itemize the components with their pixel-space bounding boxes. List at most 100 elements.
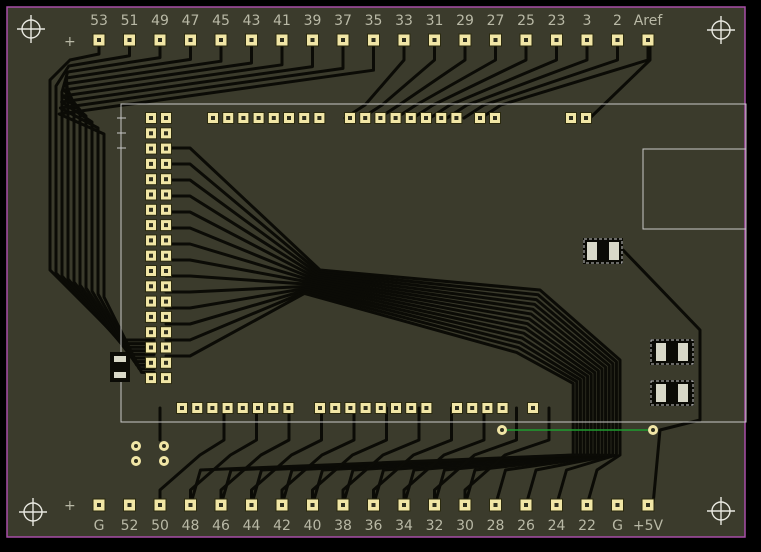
bottom-header-label: 40	[304, 518, 322, 534]
inner-bottom-header-pin	[390, 402, 402, 414]
top-header-label: 43	[243, 13, 261, 29]
bottom-header-pin	[245, 498, 258, 512]
top-header-label: 45	[212, 13, 230, 29]
usb-connector-outline	[642, 148, 747, 230]
bottom-header-label: 42	[273, 518, 291, 534]
bottom-plus-label: +	[64, 498, 76, 514]
bottom-header-pin	[153, 498, 167, 512]
inner-column-pin	[160, 280, 172, 293]
inner-top-header-pin	[404, 112, 417, 124]
top-header-pin	[336, 33, 350, 47]
inner-column-pin	[160, 112, 172, 124]
inner-column-pin	[145, 280, 157, 293]
top-header-pin	[611, 33, 624, 47]
bottom-header-label: 50	[151, 518, 169, 534]
inner-top-header-pin	[565, 112, 577, 124]
inner-column-pin	[160, 157, 172, 170]
smd-cap-2	[650, 339, 694, 365]
inner-column-pin	[160, 173, 172, 186]
inner-bottom-header-pin	[282, 402, 295, 414]
mounting-hole-top-right	[707, 16, 735, 44]
inner-bottom-header-pin	[206, 402, 219, 414]
traces	[48, 38, 702, 507]
bottom-header-pin	[184, 498, 197, 512]
bottom-header-pin	[214, 498, 228, 512]
inner-column-pin	[145, 203, 157, 216]
inner-column-pin	[145, 356, 157, 369]
inner-column-pin	[145, 127, 157, 140]
smd-cap-1	[583, 238, 623, 264]
inner-bottom-header-pin	[344, 402, 357, 414]
inner-bottom-header-pin	[191, 402, 204, 414]
inner-column-pin	[145, 372, 157, 385]
top-header-label: 39	[304, 13, 322, 29]
top-header-label: 37	[334, 13, 352, 29]
inner-column-pin	[160, 295, 172, 308]
top-header-pin	[519, 33, 533, 47]
inner-bottom-header-pin	[451, 402, 463, 414]
bottom-header-label: 34	[395, 518, 413, 534]
bottom-header-pin	[580, 498, 594, 512]
mounting-hole-bottom-left	[19, 498, 47, 526]
top-header-label: Aref	[634, 13, 664, 29]
inner-top-header-pin	[283, 112, 295, 124]
bottom-header-label: 32	[426, 518, 444, 534]
inner-top-header-pin	[374, 112, 387, 124]
inner-column-pin	[145, 219, 157, 232]
inner-column-pin	[145, 234, 157, 247]
top-header-pin	[428, 33, 441, 47]
bottom-header-label: 38	[334, 518, 352, 534]
top-header-pin	[123, 33, 136, 47]
top-header-pin	[275, 33, 289, 47]
inner-column-pin	[160, 142, 172, 155]
top-header-label: 29	[456, 13, 474, 29]
bottom-header-label: 36	[365, 518, 383, 534]
inner-top-header-pin	[344, 112, 356, 124]
inner-bottom-header-pin	[466, 402, 479, 414]
inner-top-header-pin	[222, 112, 235, 124]
inner-bottom-header-pin	[420, 402, 433, 414]
bottom-header-label: G	[612, 518, 623, 534]
inner-top-header-pin	[450, 112, 463, 124]
bottom-header-pin	[428, 498, 441, 512]
bottom-header-pin	[550, 498, 563, 512]
inner-bottom-header-pin	[374, 402, 387, 414]
bottom-header-label: 52	[121, 518, 139, 534]
bottom-header-pin	[519, 498, 533, 512]
top-header-pin	[245, 33, 258, 47]
top-header-pin	[184, 33, 197, 47]
top-header-label: 23	[548, 13, 566, 29]
inner-top-header-pin	[389, 112, 402, 124]
bottom-header-label: 46	[212, 518, 230, 534]
bottom-header-pin	[336, 498, 350, 512]
bottom-header-label: 48	[182, 518, 200, 534]
bottom-header-label: 22	[578, 518, 596, 534]
top-header-label: 27	[487, 13, 505, 29]
bottom-header-pin	[367, 498, 380, 512]
inner-top-header-pin	[267, 112, 280, 124]
bottom-header-pin	[275, 498, 289, 512]
inner-column-pin	[160, 372, 172, 385]
top-header-label: 2	[613, 13, 622, 29]
bottom-header-pin	[641, 498, 655, 512]
inner-column-pin	[145, 188, 157, 201]
inner-top-header-pin	[207, 112, 219, 124]
inner-top-header-pin	[359, 112, 372, 124]
inner-column-pin	[160, 219, 172, 232]
top-header-label: 25	[517, 13, 535, 29]
smd-small-left	[110, 352, 130, 382]
bottom-header-pin	[92, 498, 106, 512]
inner-column-pin	[160, 127, 172, 140]
bottom-header-label: 30	[456, 518, 474, 534]
inner-column-pin	[145, 310, 157, 323]
inner-top-header-pin	[313, 112, 326, 124]
inner-bottom-header-pin	[527, 402, 539, 414]
inner-column-pin	[160, 341, 172, 354]
jumper-vias	[131, 441, 169, 466]
inner-column-pin	[145, 249, 157, 262]
inner-column-pin	[160, 310, 172, 323]
inner-top-header-pin	[435, 112, 448, 124]
inner-bottom-header-pin	[236, 402, 249, 414]
